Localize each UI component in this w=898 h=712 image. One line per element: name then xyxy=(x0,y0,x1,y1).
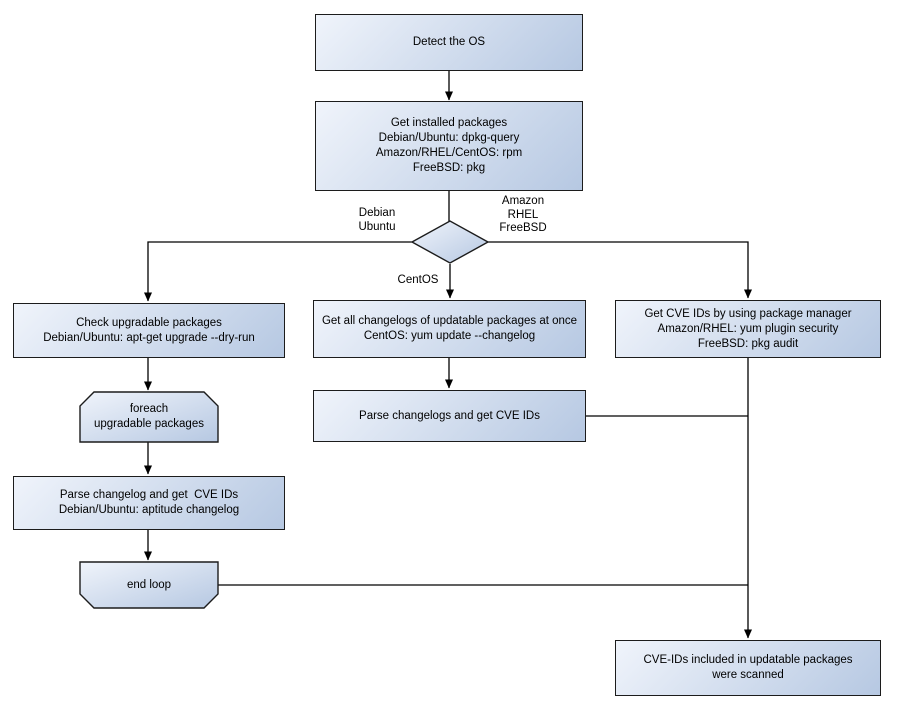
branch-label-text: CentOS xyxy=(397,274,439,286)
node-text: CVE-IDs included in updatable packages xyxy=(643,654,853,666)
branch-label-text: Debian xyxy=(358,207,396,219)
node-parse-changelogs: Parse changelogs and get CVE IDs xyxy=(313,390,586,442)
node-get-installed-packages: Get installed packages Debian/Ubuntu: dp… xyxy=(315,101,583,191)
node-text: Parse changelogs and get CVE IDs xyxy=(359,409,540,422)
foreach-loop-shape xyxy=(79,391,219,443)
node-text: FreeBSD: pkg audit xyxy=(697,337,799,350)
node-parse-changelog-left: Parse changelog and get CVE IDs Debian/U… xyxy=(13,476,285,530)
branch-label-debian-ubuntu: Debian Ubuntu xyxy=(347,207,407,234)
node-text: Debian/Ubuntu: aptitude changelog xyxy=(58,504,240,516)
node-text: Get installed packages xyxy=(390,117,508,129)
node-text: foreach xyxy=(129,403,169,415)
node-text: end loop xyxy=(126,578,172,591)
node-text: CentOS: yum update --changelog xyxy=(363,330,536,342)
branch-label-text: FreeBSD xyxy=(499,222,547,234)
node-text: Parse changelog and get CVE IDs xyxy=(59,489,239,501)
edge-decision-to-cve-pkg-mgr xyxy=(488,241,752,299)
node-detect-os: Detect the OS xyxy=(315,14,583,71)
node-text: were scanned xyxy=(712,669,784,681)
node-text: upgradable packages xyxy=(94,418,204,430)
end-loop-shape xyxy=(79,561,219,609)
node-foreach-loop: foreach upgradable packages xyxy=(80,392,218,442)
edge-decision-to-check-upgradable xyxy=(144,241,412,302)
node-check-upgradable: Check upgradable packages Debian/Ubuntu:… xyxy=(13,303,285,358)
branch-label-text: RHEL xyxy=(507,208,539,221)
node-get-changelogs: Get all changelogs of updatable packages… xyxy=(313,300,586,358)
node-get-cve-pkg-mgr: Get CVE IDs by using package manager Ama… xyxy=(615,300,881,358)
branch-label-amazon-rhel-freebsd: Amazon RHEL FreeBSD xyxy=(492,195,554,236)
node-text: Amazon/RHEL/CentOS: rpm xyxy=(375,147,523,159)
node-text: Get CVE IDs by using package manager xyxy=(644,307,852,320)
branch-label-text: Ubuntu xyxy=(358,220,396,233)
node-text: Debian/Ubuntu: dpkg-query xyxy=(378,132,520,144)
node-text: Check upgradable packages xyxy=(76,316,222,329)
node-scanned-result: CVE-IDs included in updatable packages w… xyxy=(615,640,881,696)
node-text: Debian/Ubuntu: apt-get upgrade --dry-run xyxy=(43,331,255,344)
node-text: FreeBSD: pkg xyxy=(412,162,486,174)
node-text: Detect the OS xyxy=(412,36,486,48)
node-end-loop: end loop xyxy=(80,562,218,608)
node-text: Amazon/RHEL: yum plugin security xyxy=(657,322,839,335)
branch-label-centos: CentOS xyxy=(393,274,443,288)
node-text: Get all changelogs of updatable packages… xyxy=(321,315,578,327)
branch-label-text: Amazon xyxy=(501,195,545,207)
decision-diamond-shape xyxy=(410,220,490,264)
